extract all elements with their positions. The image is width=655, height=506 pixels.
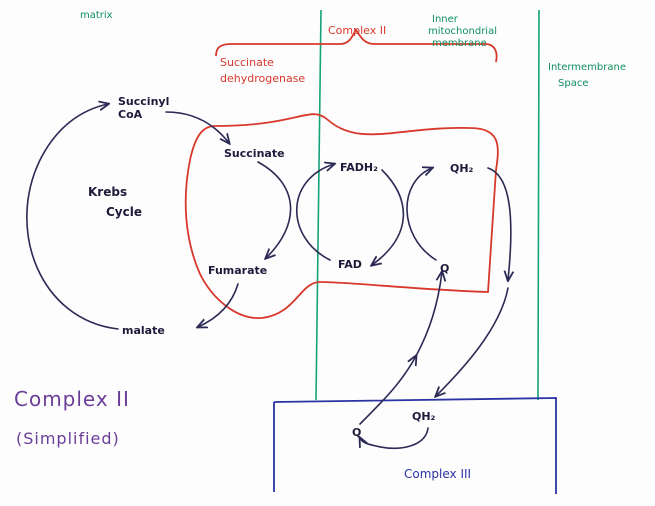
intermembrane-label-1: Intermembrane (548, 62, 626, 73)
fadh2-label: FADH₂ (340, 161, 378, 174)
arrow-qh2-descent (436, 287, 509, 396)
qh2-top-label: QH₂ (450, 162, 474, 175)
membrane-line-2 (537, 9, 540, 401)
qh2-bottom-label: QH₂ (412, 410, 436, 423)
membrane-line-1 (315, 9, 322, 401)
arrow-qh2-to-complex-iii (487, 167, 511, 280)
succinyl-coa-label-1: Succinyl (118, 95, 169, 108)
arrow-fad-to-fadh2 (296, 164, 334, 261)
arrow-fadh2-to-fad (372, 169, 405, 265)
arrow-qh2-to-q-bottom (360, 427, 429, 450)
inner-membrane-label-3: membrane (432, 38, 487, 49)
caption-title: Complex II (14, 387, 130, 411)
complex-iii-label: Complex III (404, 467, 471, 481)
complex-iii-box (273, 397, 557, 494)
arrow-q-to-qh2-top (406, 168, 437, 261)
enzyme-label-2: dehydrogenase (220, 72, 305, 85)
succinate-label: Succinate (224, 147, 285, 160)
matrix-label: matrix (80, 10, 113, 21)
arrow-malate-to-succinyl-coa (26, 104, 119, 330)
enzyme-bracket (215, 28, 498, 63)
fad-label: FAD (338, 258, 362, 271)
fumarate-label: Fumarate (208, 264, 267, 277)
enzyme-label-1: Succinate (220, 56, 274, 69)
inner-membrane-label-2: mitochondrial (428, 26, 497, 37)
arrow-q-bottom-up (359, 356, 416, 425)
q-bottom-label: Q (352, 426, 361, 439)
arrow-q-up-to-q-top (415, 272, 442, 357)
arrow-fumarate-to-malate (198, 283, 239, 327)
complex-ii-header: Complex II (328, 24, 386, 37)
inner-membrane-label-1: Inner (432, 14, 459, 25)
krebs-label-2: Cycle (106, 205, 142, 219)
malate-label: malate (122, 324, 165, 337)
arrow-succinyl-coa-to-succinate (165, 111, 229, 143)
caption-subtitle: (Simplified) (16, 429, 120, 448)
succinyl-coa-label-2: CoA (118, 108, 143, 121)
complex-ii-outline (184, 113, 499, 319)
intermembrane-label-2: Space (558, 78, 588, 89)
arrow-succinate-to-fumarate (257, 161, 292, 258)
krebs-label-1: Krebs (88, 185, 127, 199)
q-top-label: Q (440, 262, 449, 275)
